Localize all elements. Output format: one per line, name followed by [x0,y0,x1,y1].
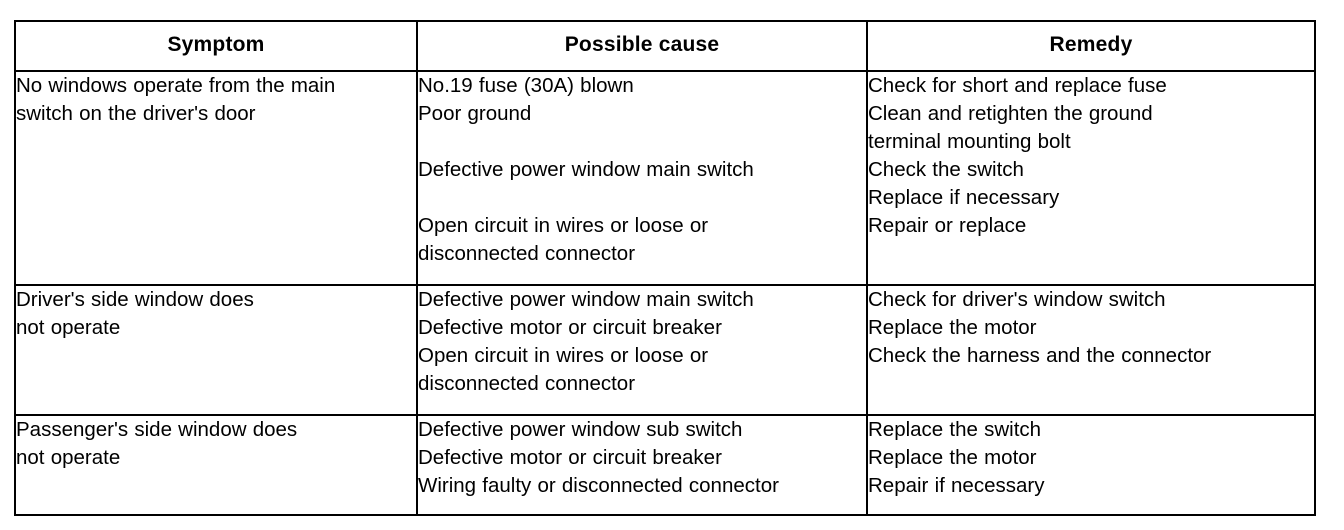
possible-cause-text: Defective power window sub switch Defect… [418,418,779,497]
cell-remedy: Replace the switch Replace the motor Rep… [866,414,1316,516]
table-row: Passenger's side window does not operate… [14,414,1316,516]
table-row: Driver's side window does not operate De… [14,284,1316,416]
possible-cause-text: Defective power window main switch Defec… [418,288,754,395]
cell-possible-cause: No.19 fuse (30A) blown Poor ground Defec… [416,70,868,286]
symptom-text: Driver's side window does not operate [16,288,254,339]
cell-possible-cause: Defective power window sub switch Defect… [416,414,868,516]
cell-symptom: Driver's side window does not operate [14,284,418,416]
cell-symptom: No windows operate from the main switch … [14,70,418,286]
remedy-text: Check for short and replace fuse Clean a… [868,74,1167,237]
cell-possible-cause: Defective power window main switch Defec… [416,284,868,416]
symptom-text: Passenger's side window does not operate [16,418,298,469]
possible-cause-text: No.19 fuse (30A) blown Poor ground Defec… [418,74,754,265]
symptom-text: No windows operate from the main switch … [16,74,336,125]
cell-remedy: Check for driver's window switch Replace… [866,284,1316,416]
remedy-text: Replace the switch Replace the motor Rep… [868,418,1045,497]
column-header-symptom: Symptom [14,20,418,72]
troubleshooting-table: Symptom Possible cause Remedy No windows… [14,20,1316,516]
column-header-remedy: Remedy [866,20,1316,72]
remedy-text: Check for driver's window switch Replace… [868,288,1212,367]
table-header-row: Symptom Possible cause Remedy [14,20,1316,72]
table-row: No windows operate from the main switch … [14,70,1316,286]
cell-remedy: Check for short and replace fuse Clean a… [866,70,1316,286]
column-header-possible-cause: Possible cause [416,20,868,72]
cell-symptom: Passenger's side window does not operate [14,414,418,516]
